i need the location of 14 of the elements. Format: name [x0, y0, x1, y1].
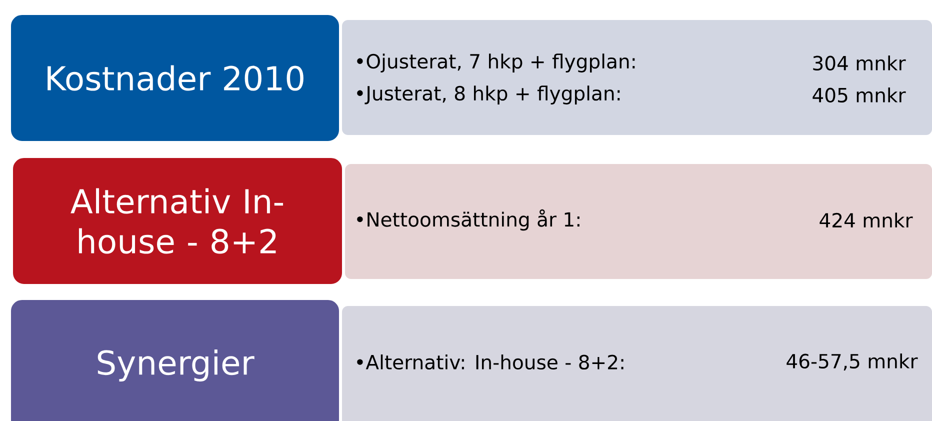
value-text: 304 mnkr	[813, 55, 906, 71]
content-panel	[342, 306, 932, 421]
heading-box: Synergier	[9, 298, 341, 421]
heading-box: Alternativ In-house - 8+2	[11, 156, 344, 286]
value-text: 424 mnkr	[820, 212, 913, 228]
bullet-text: •Ojusterat, 7 hkp + flygplan:	[357, 54, 635, 72]
heading-box: Kostnader 2010	[9, 13, 341, 143]
value-text: 405 mnkr	[812, 87, 906, 103]
bullet-text: •Justerat, 8 hkp + flygplan:	[357, 86, 620, 104]
bullet-text: •Nettoomsättning år 1:	[357, 209, 580, 231]
bullet-text: •Alternativ: In-house - 8+2:	[357, 354, 624, 370]
content-panel	[342, 20, 932, 135]
value-text: 46-57,5 mnkr	[786, 353, 918, 371]
content-panel	[345, 164, 932, 279]
